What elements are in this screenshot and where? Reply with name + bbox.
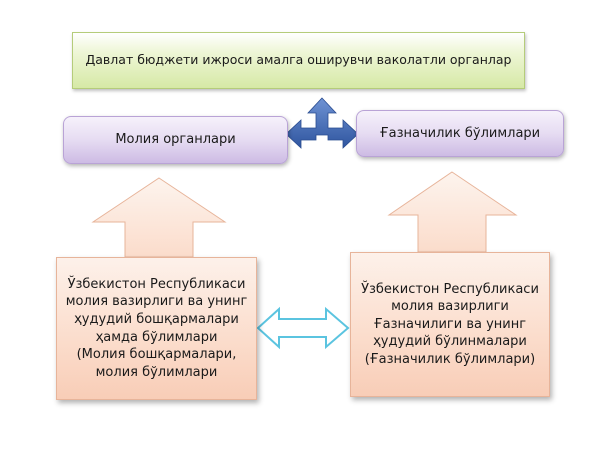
- left-up-arrow: [91, 177, 227, 258]
- four-way-arrow: [285, 97, 359, 149]
- ministry-of-finance-label: Ўзбекистон Республикаси молия вазирлиги …: [65, 276, 248, 380]
- treasury-departments-label: Ғазначилик бўлимлари: [379, 125, 541, 141]
- finance-bodies-box: Молия органлари: [63, 116, 288, 164]
- finance-bodies-label: Молия органлари: [115, 132, 236, 148]
- ministry-of-finance-box: Ўзбекистон Республикаси молия вазирлиги …: [56, 257, 257, 400]
- double-horizontal-arrow: [256, 306, 350, 350]
- right-up-arrow: [387, 171, 518, 253]
- treasury-label: Ўзбекистон Республикаси молия вазирлиги …: [361, 281, 539, 367]
- top-box-label: Давлат бюджети ижроси амалга оширувчи ва…: [85, 52, 512, 68]
- top-box: Давлат бюджети ижроси амалга оширувчи ва…: [72, 32, 525, 89]
- treasury-departments-box: Ғазначилик бўлимлари: [356, 110, 564, 157]
- treasury-box: Ўзбекистон Республикаси молия вазирлиги …: [350, 252, 550, 397]
